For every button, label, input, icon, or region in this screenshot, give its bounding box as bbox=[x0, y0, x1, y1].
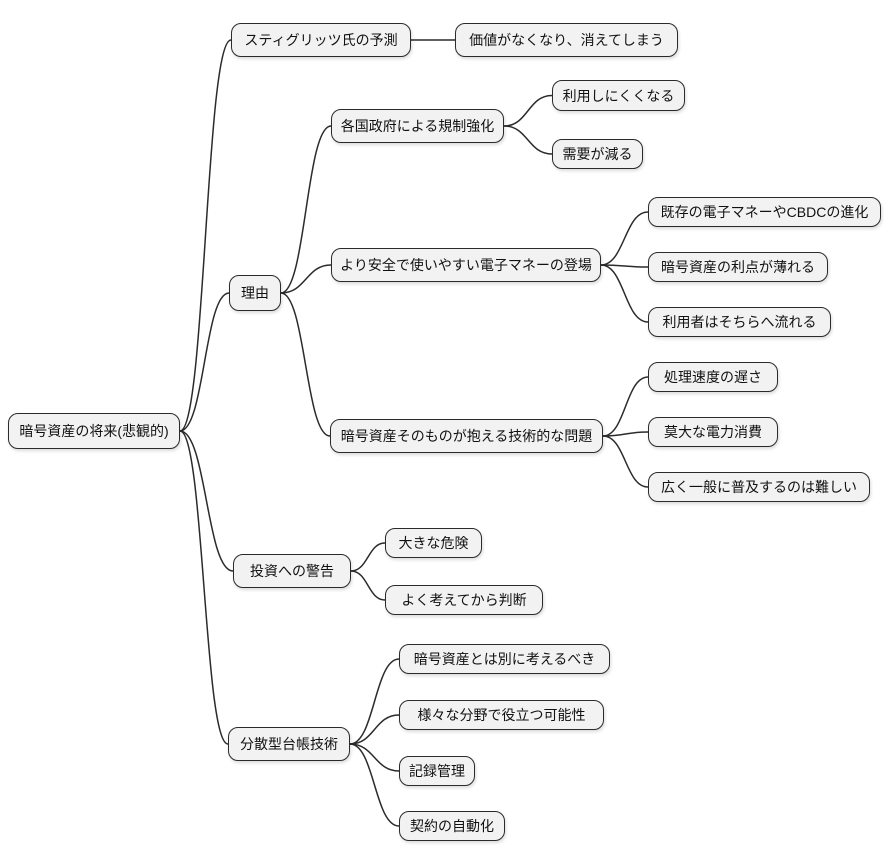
edge-investment-warning-to-think-before-judging bbox=[350, 570, 386, 601]
mindmap-node-useful-many-fields: 様々な分野で役立つ可能性 bbox=[399, 700, 604, 730]
edge-root-to-investment-warning bbox=[179, 430, 234, 572]
mindmap-node-separate-from-crypto: 暗号資産とは別に考えるべき bbox=[399, 644, 610, 674]
mindmap-node-reason: 理由 bbox=[229, 275, 281, 311]
node-label-hard-to-popularize: 広く一般に普及するのは難しい bbox=[661, 479, 857, 495]
node-label-separate-from-crypto: 暗号資産とは別に考えるべき bbox=[413, 651, 596, 667]
mindmap-node-stiglitz-prediction: スティグリッツ氏の予測 bbox=[231, 23, 411, 57]
mindmap-node-hard-to-popularize: 広く一般に普及するのは難しい bbox=[648, 472, 870, 502]
edge-dlt-to-contract-automation bbox=[349, 743, 400, 827]
node-label-reason: 理由 bbox=[241, 285, 269, 301]
node-label-existing-emoney-cbdc: 既存の電子マネーやCBDCの進化 bbox=[660, 204, 869, 220]
mindmap-node-investment-warning: 投資への警告 bbox=[233, 554, 351, 588]
node-label-tech-problems: 暗号資産そのものが抱える技術的な問題 bbox=[340, 428, 593, 444]
mindmap-node-tech-problems: 暗号資産そのものが抱える技術的な問題 bbox=[330, 419, 603, 453]
node-label-power-consumption: 莫大な電力消費 bbox=[664, 424, 762, 440]
edge-gov-regulation-to-harder-to-use bbox=[503, 94, 553, 127]
mindmap-node-dlt: 分散型台帳技術 bbox=[228, 727, 350, 761]
edge-reason-to-safer-emoney bbox=[280, 264, 332, 294]
node-label-stiglitz-prediction: スティグリッツ氏の予測 bbox=[244, 32, 398, 48]
node-label-record-management: 記録管理 bbox=[409, 763, 465, 779]
edge-tech-problems-to-slow-processing bbox=[602, 376, 649, 437]
node-label-root: 暗号資産の将来(悲観的) bbox=[19, 423, 169, 439]
edge-gov-regulation-to-demand-decreases bbox=[503, 125, 553, 155]
node-label-dlt: 分散型台帳技術 bbox=[240, 736, 338, 752]
edge-root-to-dlt bbox=[179, 430, 229, 745]
edge-tech-problems-to-power-consumption bbox=[602, 431, 649, 437]
edge-safer-emoney-to-advantages-fade bbox=[600, 264, 649, 268]
node-label-big-risk: 大きな危険 bbox=[398, 535, 469, 551]
edge-safer-emoney-to-existing-emoney-cbdc bbox=[600, 211, 649, 266]
node-label-contract-automation: 契約の自動化 bbox=[410, 818, 494, 834]
edge-reason-to-tech-problems bbox=[280, 292, 331, 437]
mindmap-node-safer-emoney: より安全で使いやすい電子マネーの登場 bbox=[331, 248, 601, 282]
node-label-gov-regulation: 各国政府による規制強化 bbox=[340, 118, 495, 134]
mindmap-node-harder-to-use: 利用しにくくなる bbox=[552, 80, 685, 111]
mindmap-node-big-risk: 大きな危険 bbox=[385, 528, 482, 558]
edge-dlt-to-record-management bbox=[349, 743, 400, 772]
node-label-value-disappears: 価値がなくなり、消えてしまう bbox=[469, 32, 664, 48]
mindmap-node-root: 暗号資産の将来(悲観的) bbox=[8, 413, 180, 449]
edge-root-to-reason bbox=[179, 292, 230, 432]
mindmap-node-existing-emoney-cbdc: 既存の電子マネーやCBDCの進化 bbox=[648, 197, 881, 227]
edge-tech-problems-to-hard-to-popularize bbox=[602, 435, 649, 488]
node-label-users-move-there: 利用者はそちらへ流れる bbox=[662, 314, 817, 330]
node-label-slow-processing: 処理速度の遅さ bbox=[664, 369, 762, 385]
mindmap-node-demand-decreases: 需要が減る bbox=[552, 139, 643, 169]
edge-reason-to-gov-regulation bbox=[280, 125, 332, 294]
node-label-useful-many-fields: 様々な分野で役立つ可能性 bbox=[417, 707, 586, 723]
edge-root-to-stiglitz-prediction bbox=[179, 39, 232, 432]
edge-safer-emoney-to-users-move-there bbox=[600, 264, 649, 323]
node-label-advantages-fade: 暗号資産の利点が薄れる bbox=[661, 259, 815, 275]
mindmap-node-think-before-judging: よく考えてから判断 bbox=[385, 585, 543, 615]
node-label-demand-decreases: 需要が減る bbox=[562, 146, 633, 162]
mindmap-node-value-disappears: 価値がなくなり、消えてしまう bbox=[455, 23, 678, 57]
mindmap-node-users-move-there: 利用者はそちらへ流れる bbox=[648, 307, 831, 337]
node-label-harder-to-use: 利用しにくくなる bbox=[562, 87, 675, 104]
edge-investment-warning-to-big-risk bbox=[350, 542, 386, 572]
mindmap-node-power-consumption: 莫大な電力消費 bbox=[648, 417, 778, 447]
node-label-safer-emoney: より安全で使いやすい電子マネーの登場 bbox=[340, 257, 592, 273]
edge-dlt-to-separate-from-crypto bbox=[349, 658, 400, 745]
mindmap-node-record-management: 記録管理 bbox=[399, 756, 475, 786]
mindmap-node-advantages-fade: 暗号資産の利点が薄れる bbox=[648, 252, 828, 282]
mindmap-node-contract-automation: 契約の自動化 bbox=[399, 811, 505, 841]
mindmap-node-slow-processing: 処理速度の遅さ bbox=[648, 362, 778, 392]
node-label-think-before-judging: よく考えてから判断 bbox=[401, 592, 527, 608]
edge-dlt-to-useful-many-fields bbox=[349, 714, 400, 745]
mindmap-node-gov-regulation: 各国政府による規制強化 bbox=[331, 109, 504, 143]
node-label-investment-warning: 投資への警告 bbox=[250, 563, 334, 579]
